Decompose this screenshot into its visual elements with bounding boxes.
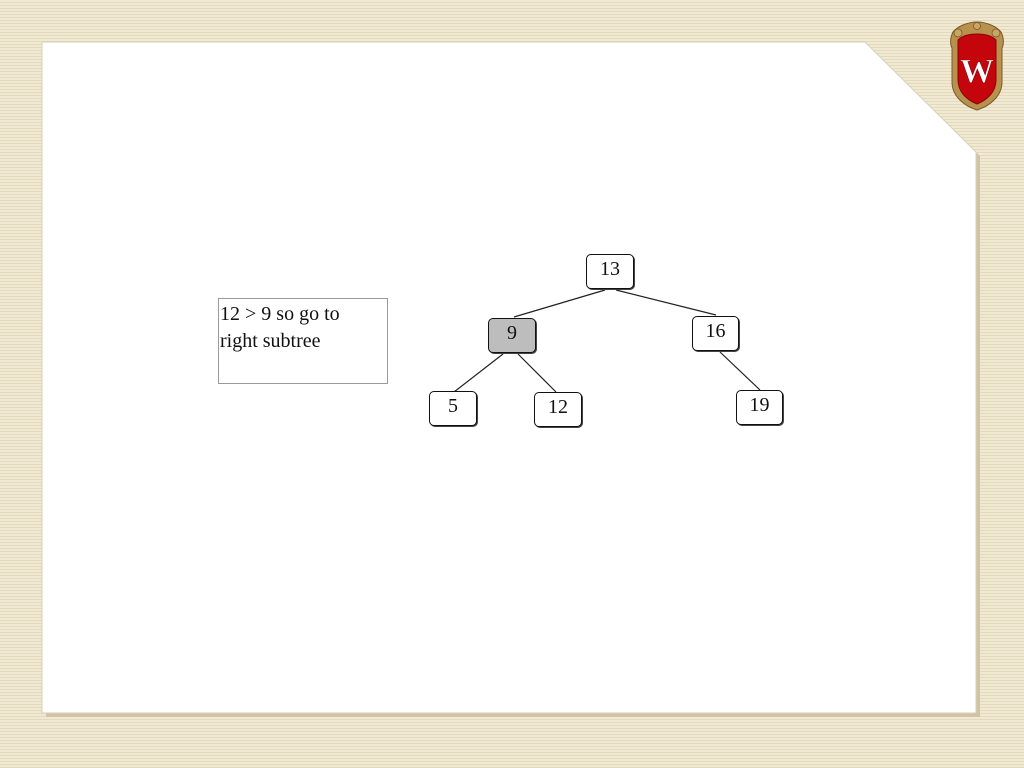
edge-16-19 (719, 351, 761, 391)
caption-box: 12 > 9 so go to right subtree (218, 298, 388, 384)
edge-13-16 (615, 289, 717, 316)
edge-9-12 (517, 353, 557, 393)
tree-node-root: 13 (586, 254, 634, 289)
tree-edges (453, 289, 761, 393)
caption-line-1: 12 > 9 so go to (220, 303, 340, 325)
tree-node-right: 16 (692, 316, 739, 351)
svg-text:W: W (960, 53, 994, 90)
tree-node-right-right: 19 (736, 390, 783, 425)
caption-line-2: right subtree (220, 330, 321, 352)
tree-node-current: 9 (488, 318, 536, 353)
edge-9-5 (453, 353, 504, 393)
university-crest-icon: W (950, 21, 1004, 111)
tree-node-left-left: 5 (429, 391, 477, 426)
edge-13-9 (513, 289, 606, 318)
tree-node-left-right: 12 (534, 392, 582, 427)
